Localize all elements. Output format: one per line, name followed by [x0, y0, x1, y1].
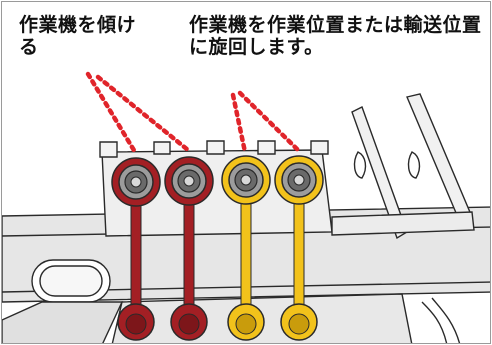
hydraulic-coupler-icon [274, 155, 324, 205]
hydraulic-coupler-3 [221, 155, 271, 341]
hydraulic-coupler-4 [274, 155, 324, 341]
hydraulic-coupler-icon [111, 157, 161, 207]
tilt-implement-label: 作業機を傾ける [19, 14, 137, 58]
hydraulic-coupler-icon [164, 156, 214, 206]
pointer-lines [85, 71, 301, 155]
rotate-implement-label: 作業機を作業位置または輸送位置に旋回します。 [189, 14, 482, 58]
hydraulic-coupler-1 [111, 157, 161, 341]
hydraulic-coupler-2 [164, 156, 214, 341]
hydraulic-coupler-icon [221, 155, 271, 205]
